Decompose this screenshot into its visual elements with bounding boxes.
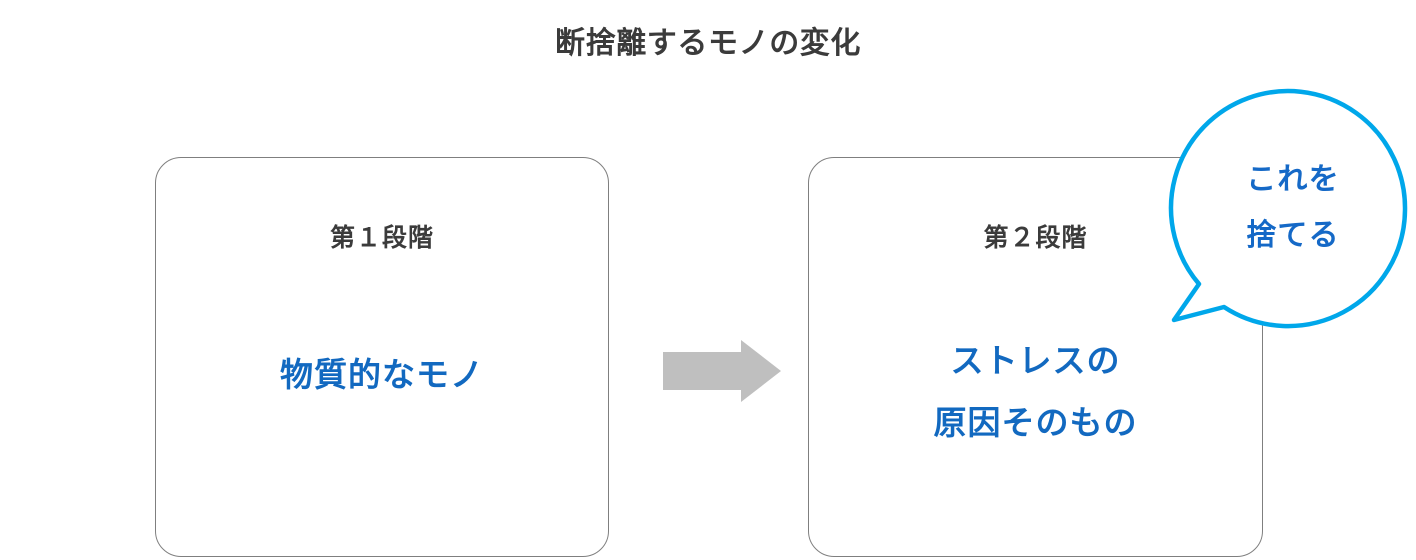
- speech-bubble-line-1: これを: [1246, 163, 1340, 196]
- speech-bubble-callout: これを 捨てる: [1162, 80, 1416, 336]
- speech-bubble-line-2: 捨てる: [1246, 219, 1340, 252]
- stage-2-body-line-1: ストレスの: [950, 342, 1121, 379]
- stage-1-body-line-1: 物質的なモノ: [280, 356, 484, 393]
- stage-1-heading: 第１段階: [329, 224, 434, 252]
- page-title: 断捨離するモノの変化: [555, 27, 861, 60]
- stage-2-body-line-2: 原因そのもの: [933, 404, 1138, 441]
- stage-1-box: 第１段階 物質的なモノ: [155, 157, 609, 557]
- stage-2-body: ストレスの 原因そのもの: [809, 330, 1262, 454]
- stage-1-body: 物質的なモノ: [156, 344, 608, 406]
- speech-bubble-text: これを 捨てる: [1198, 152, 1388, 264]
- right-arrow-icon: [663, 340, 781, 402]
- stage-2-heading: 第２段階: [983, 224, 1088, 252]
